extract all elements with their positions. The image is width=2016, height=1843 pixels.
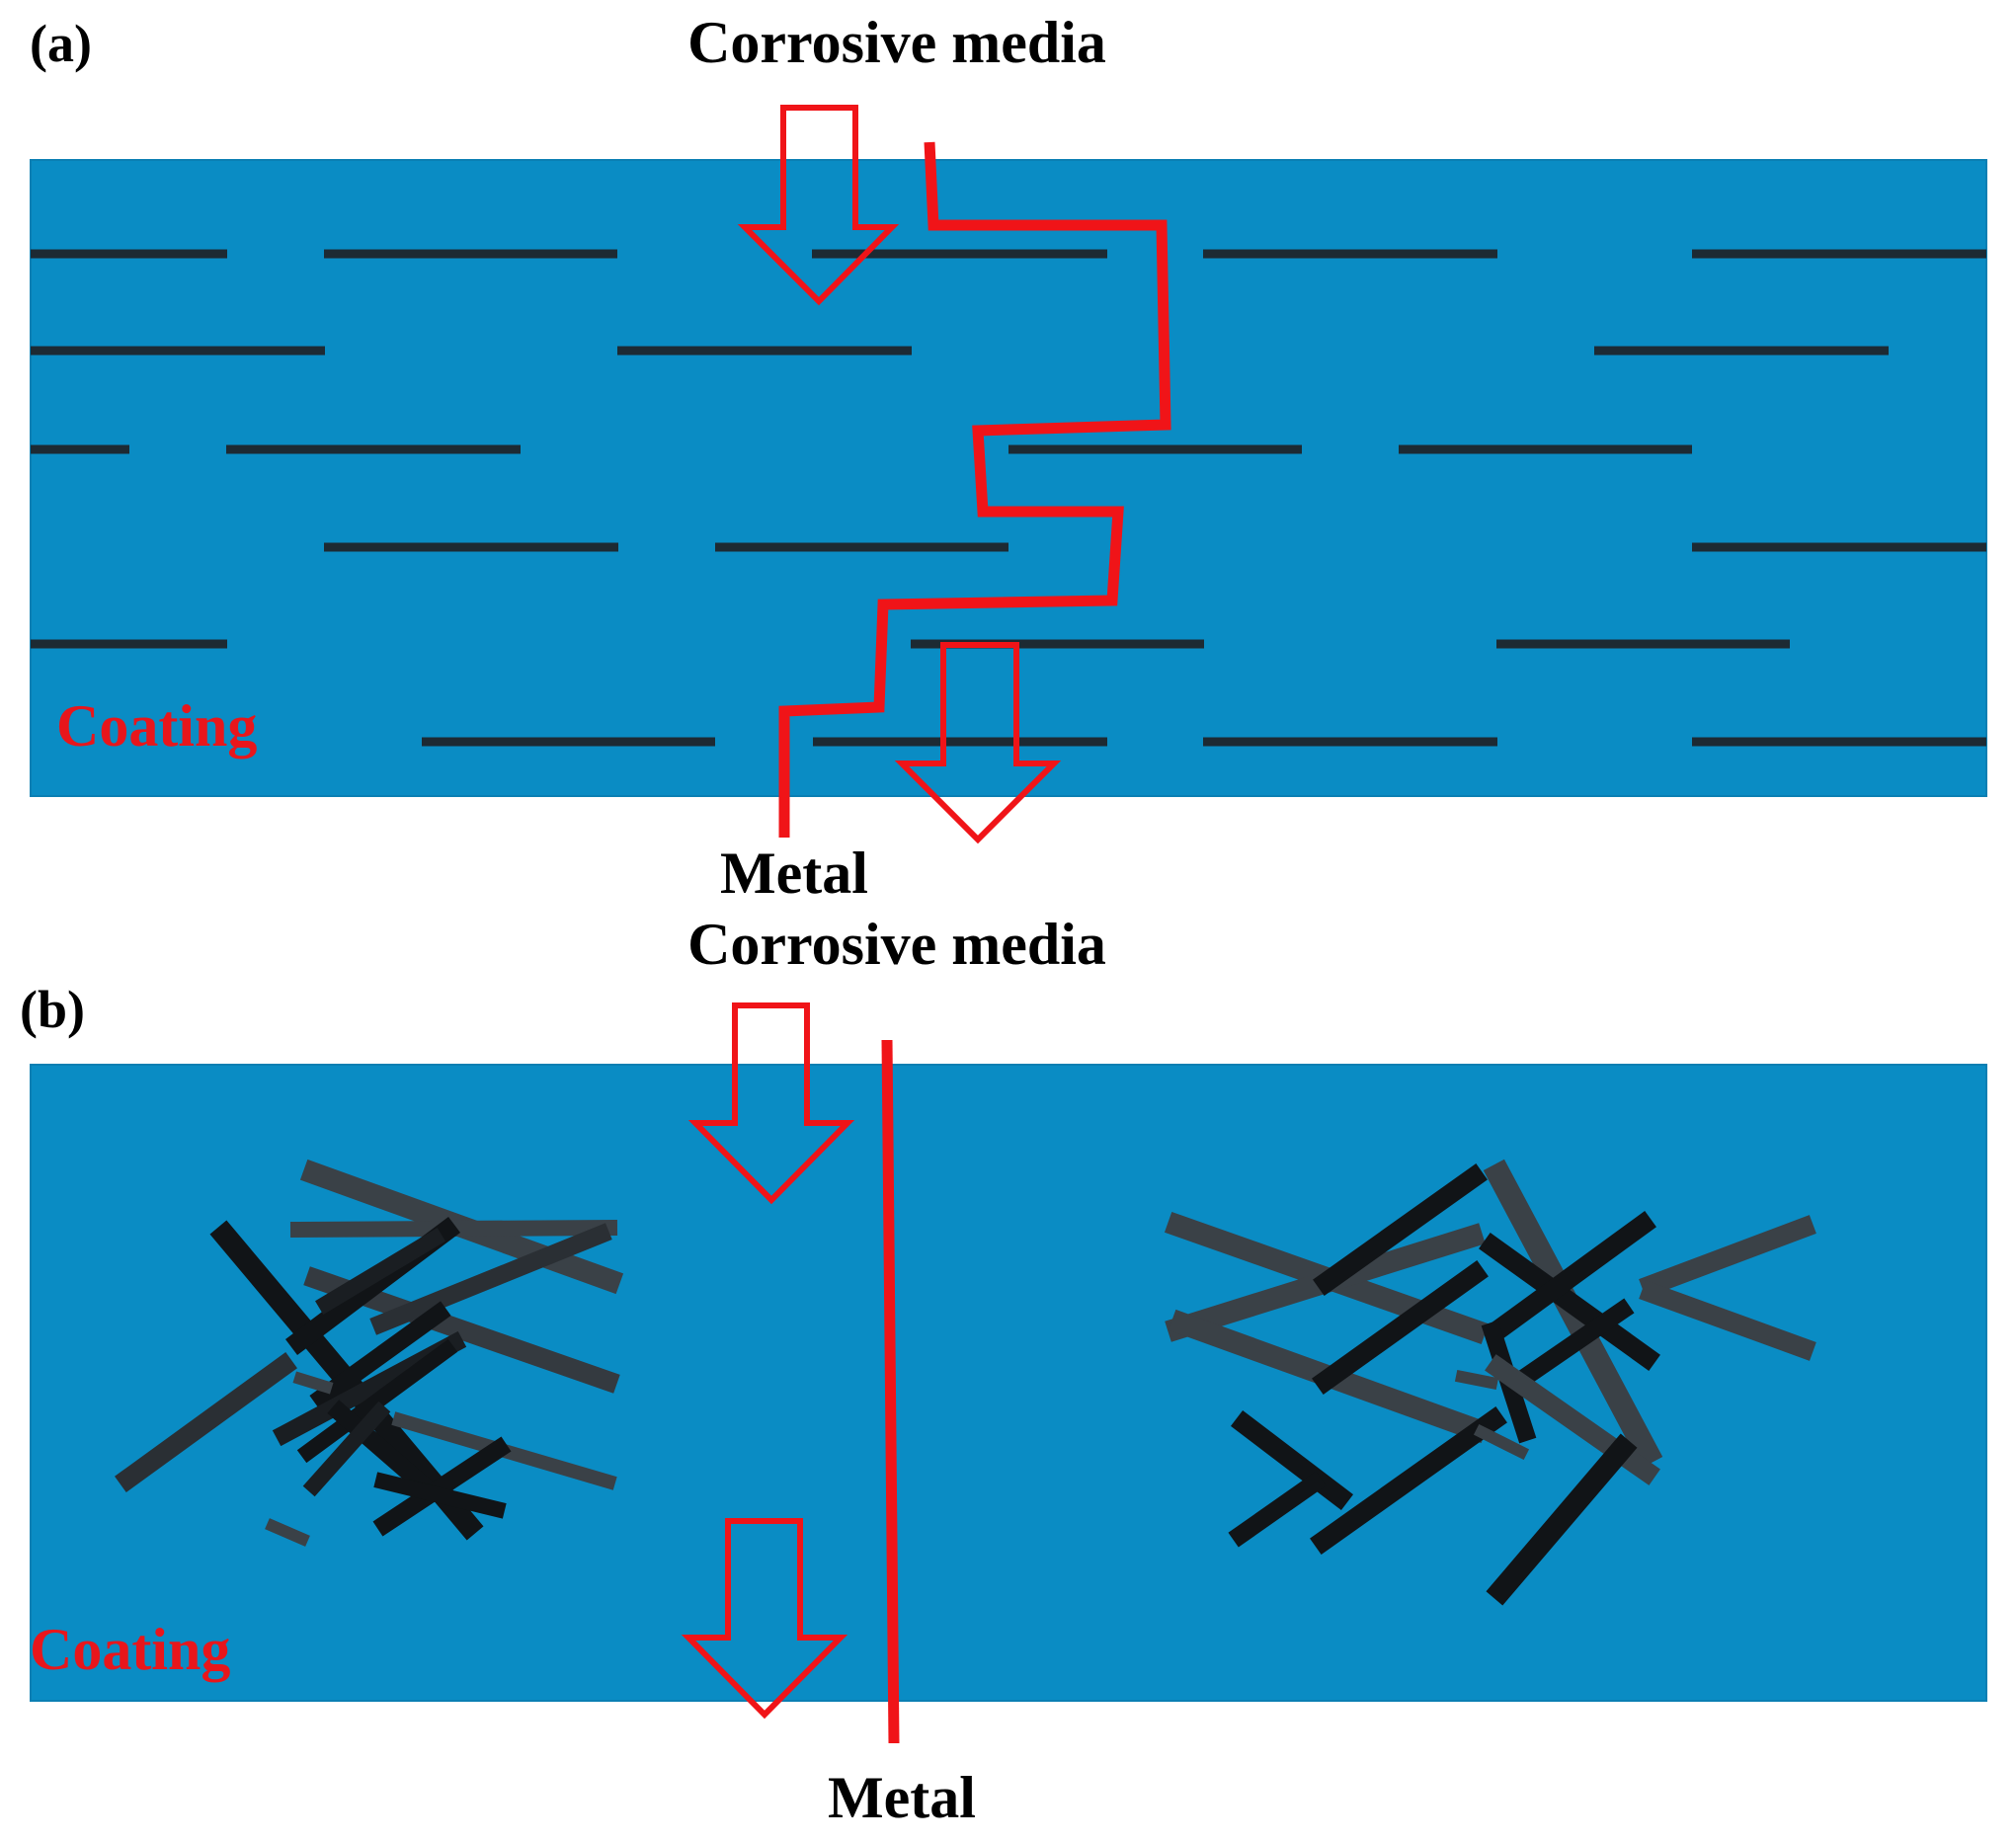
panel-b-random-fillers-right — [1164, 1159, 1816, 1606]
filler-rod — [265, 1518, 310, 1547]
panel-a-ingress-arrow-icon — [737, 105, 900, 306]
filler-rod — [1310, 1406, 1507, 1555]
filler-rod — [327, 1400, 444, 1504]
filler-rod — [302, 1401, 391, 1497]
panel-b-metal-label: Metal — [828, 1765, 976, 1830]
panel-b-corrosive-media-label: Corrosive media — [687, 912, 1106, 977]
panel-a-metal-label: Metal — [720, 841, 868, 906]
panel-a: (a) Corrosive media — [30, 10, 1987, 906]
filler-rod — [115, 1352, 297, 1492]
panel-b: Corrosive media (b) — [20, 912, 1987, 1830]
panel-a-coating-label: Coating — [56, 693, 257, 759]
panel-b-straight-diffusion-path — [881, 1039, 900, 1744]
filler-rod — [309, 1301, 451, 1410]
filler-rod — [373, 1472, 507, 1519]
filler-rod — [1639, 1215, 1816, 1298]
panel-a-tag: (a) — [30, 14, 92, 73]
filler-rod — [369, 1223, 612, 1335]
filler-rod — [1312, 1260, 1489, 1395]
panel-b-random-fillers-left — [115, 1159, 624, 1547]
panel-b-ingress-arrow-icon — [687, 1002, 855, 1205]
filler-rod — [1228, 1471, 1327, 1548]
filler-rod — [1479, 1233, 1660, 1371]
panel-a-tortuous-diffusion-path — [778, 141, 1171, 838]
panel-a-egress-arrow-icon — [894, 642, 1062, 844]
panel-a-coating-layer — [30, 159, 1987, 797]
panel-a-aligned-fillers — [31, 249, 1986, 747]
panel-b-tag: (b) — [20, 980, 85, 1039]
panel-a-corrosive-media-label: Corrosive media — [687, 10, 1106, 75]
filler-rod — [292, 1371, 334, 1395]
filler-rod — [1486, 1433, 1638, 1606]
filler-rod — [1511, 1298, 1635, 1391]
filler-rod — [1473, 1423, 1530, 1461]
panel-b-coating-label: Coating — [30, 1617, 230, 1682]
filler-rod — [1454, 1369, 1499, 1391]
filler-rod — [1639, 1280, 1816, 1361]
filler-rod — [372, 1436, 512, 1537]
filler-rod — [315, 1228, 445, 1315]
filler-rod — [296, 1338, 458, 1464]
filler-rod — [1313, 1163, 1488, 1296]
panel-b-egress-arrow-icon — [681, 1518, 848, 1720]
filler-rod — [1487, 1211, 1656, 1342]
